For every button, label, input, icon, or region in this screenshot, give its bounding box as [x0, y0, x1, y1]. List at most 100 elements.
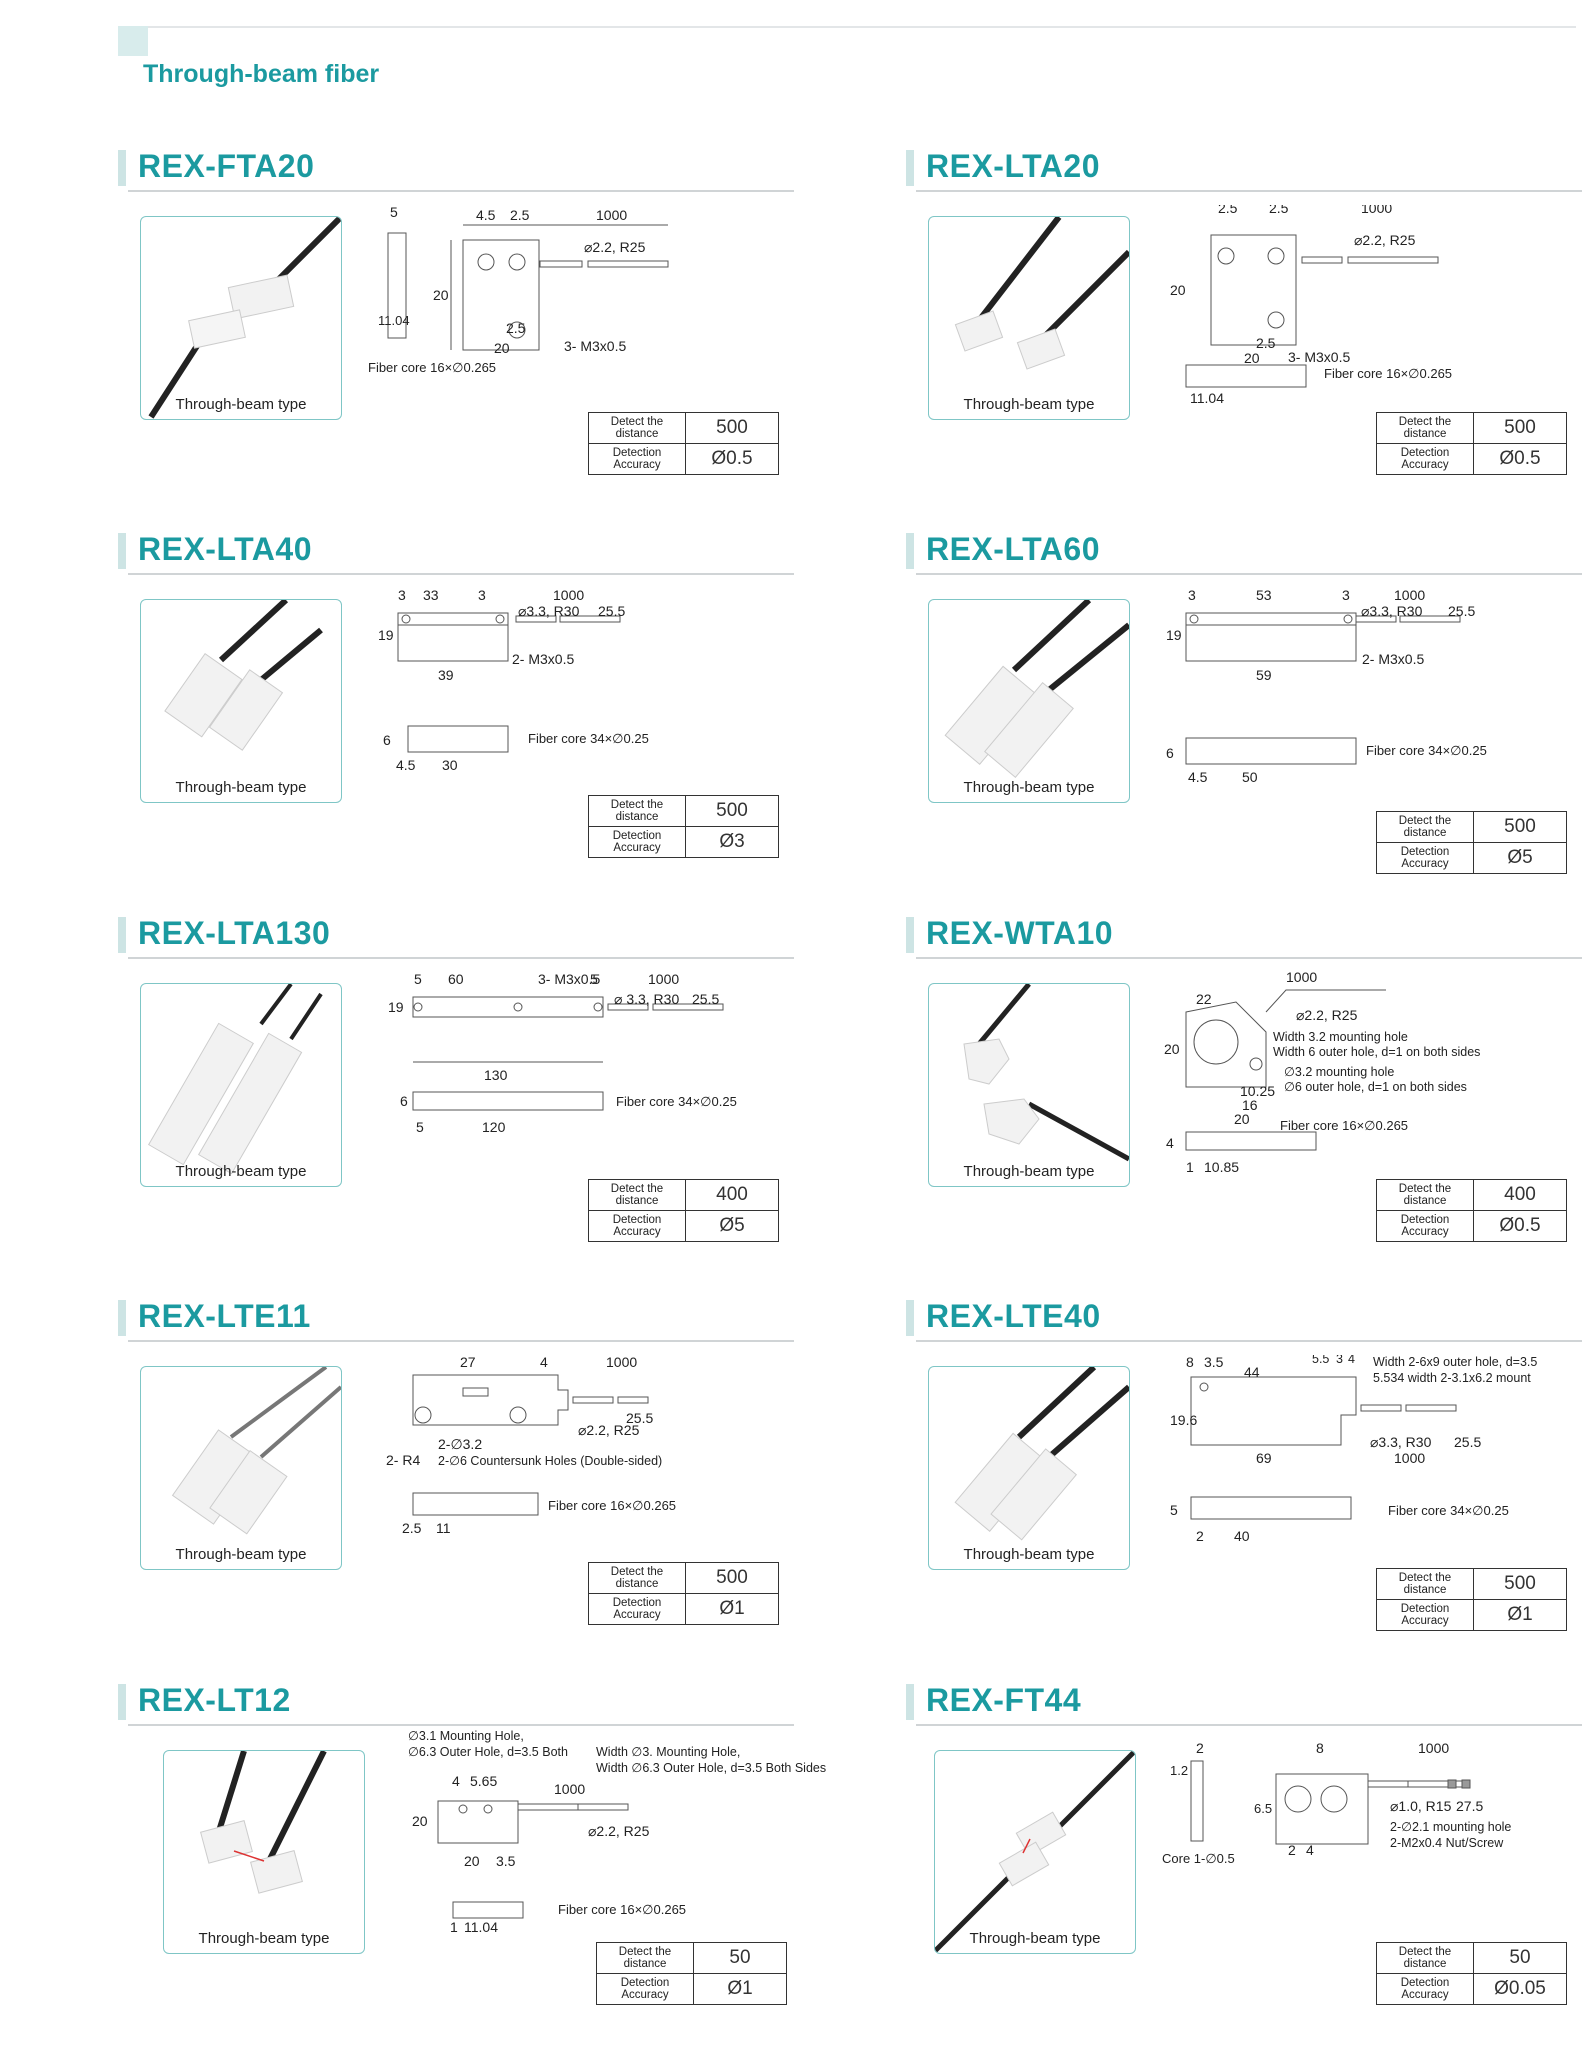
accuracy-value: Ø5: [685, 1210, 779, 1242]
dim-label: ⌀3.3, R30: [518, 603, 580, 619]
model-accent-bar: [906, 917, 914, 953]
product-photo: Through-beam type: [928, 599, 1130, 803]
dim-label: ⌀2.2, R25: [1354, 232, 1416, 248]
page-title: Through-beam fiber: [143, 60, 380, 88]
dim-label: 1: [450, 1919, 458, 1935]
dimension-drawing: 3 53 3 1000 ⌀3.3, R30 25.5 19 59 2- M3x0…: [1166, 588, 1487, 785]
dim-label: 4: [1348, 1355, 1355, 1366]
mounting-note: Width ∅6.3 Outer Hole, d=3.5 Both Sides: [596, 1761, 826, 1775]
dim-label: 25.5: [1448, 603, 1475, 619]
sensor-pair-illustration: [147, 984, 323, 1175]
dim-label: 120: [482, 1119, 506, 1135]
model-title: REX-LTA20: [926, 148, 1100, 184]
model-section-lta20: REX-LTA20 Through-beam type 2.5 2.5 1000…: [906, 148, 1586, 510]
dim-label: ⌀1.0, R15: [1390, 1798, 1452, 1814]
fiber-core-note: Fiber core 34×∅0.25: [528, 731, 649, 746]
mounting-note: ∅6 outer hole, d=1 on both sides: [1284, 1080, 1467, 1094]
mounting-note: Width ∅3. Mounting Hole,: [596, 1745, 740, 1759]
dim-label: 27: [460, 1355, 476, 1370]
mounting-note: 2-∅6 Countersunk Holes (Double-sided): [438, 1454, 662, 1468]
mounting-note: ∅3.1 Mounting Hole,: [408, 1729, 524, 1743]
dim-label: 3- M3x0.5: [564, 338, 626, 354]
dim-label: 20: [464, 1853, 480, 1869]
dim-label: 3: [1188, 588, 1196, 603]
dim-label: 2- M3x0.5: [512, 651, 574, 667]
dim-label: 2- M3x0.5: [1362, 651, 1424, 667]
distance-value: 500: [1473, 1568, 1567, 1600]
dimension-drawing: 2.5 2.5 1000 ⌀2.2, R25 20 2.5 20 3- M3x0…: [1170, 205, 1452, 405]
product-photo: Through-beam type: [928, 983, 1130, 1187]
model-section-wta10: REX-WTA10 Through-beam type 1000 22 ⌀2.2…: [906, 915, 1586, 1277]
photo-caption: Through-beam type: [963, 1163, 1095, 1180]
fiber-core-note: Fiber core 16×∅0.265: [368, 360, 496, 375]
model-divider: [916, 1340, 1582, 1342]
product-photo: Through-beam type: [928, 216, 1130, 420]
mounting-note: Width 6 outer hole, d=1 on both sides: [1273, 1045, 1480, 1059]
dim-label: 19.6: [1170, 1412, 1197, 1428]
model-title: REX-LT12: [138, 1682, 291, 1718]
dim-label: 4: [1306, 1842, 1314, 1858]
dim-label: 25.5: [626, 1410, 653, 1426]
dim-label: 3.5: [496, 1853, 516, 1869]
photo-caption: Through-beam type: [963, 396, 1095, 413]
mounting-note: 2-∅2.1 mounting hole: [1390, 1820, 1511, 1834]
fiber-core-note: Fiber core 16×∅0.265: [548, 1498, 676, 1513]
accuracy-value: Ø1: [693, 1973, 787, 2005]
distance-value: 50: [1473, 1942, 1567, 1974]
fiber-core-note: Fiber core 16×∅0.265: [558, 1902, 686, 1917]
sensor-pair-illustration: [148, 217, 341, 419]
distance-value: 50: [693, 1942, 787, 1974]
dim-label: 4: [452, 1773, 460, 1789]
model-title: REX-LTA130: [138, 915, 331, 951]
sensor-pair-illustration: [954, 1367, 1129, 1541]
product-photo: Through-beam type: [140, 216, 342, 420]
dim-label: 69: [1256, 1450, 1272, 1466]
dim-label: 1000: [1394, 1450, 1425, 1466]
fiber-core-note: Fiber core 34×∅0.25: [616, 1094, 737, 1109]
distance-value: 500: [685, 1562, 779, 1594]
model-divider: [916, 190, 1582, 192]
dim-label: 10.85: [1204, 1159, 1239, 1175]
dim-label: 11: [436, 1520, 451, 1536]
accuracy-value: Ø0.5: [1473, 443, 1567, 475]
dim-label: 3: [478, 588, 486, 603]
sensor-pair-illustration: [963, 984, 1129, 1162]
dim-label: 1000: [553, 588, 584, 603]
dim-label: 33: [423, 588, 439, 603]
dimension-drawing: 2 1.2 8 1000 6.5 ⌀1.0, R15 27.5 2-∅2.1 m…: [1162, 1740, 1511, 1866]
fiber-core-note: Fiber core 34×∅0.25: [1388, 1503, 1509, 1518]
model-divider: [128, 190, 794, 192]
top-rule: [118, 26, 1576, 28]
accuracy-value: Ø3: [685, 826, 779, 858]
photo-caption: Through-beam type: [969, 1930, 1101, 1947]
model-divider: [916, 1724, 1582, 1726]
dim-label: 5: [414, 972, 422, 987]
dim-label: 4: [540, 1355, 548, 1370]
dim-label: 11.04: [1190, 390, 1224, 405]
mounting-note: Width 3.2 mounting hole: [1273, 1030, 1408, 1044]
dim-label: ⌀2.2, R25: [588, 1823, 650, 1839]
dim-label: 11.04: [378, 313, 410, 328]
dim-label: 39: [438, 667, 454, 683]
dim-label: ⌀ 3.3, R30: [614, 991, 679, 1007]
accuracy-value: Ø1: [1473, 1599, 1567, 1631]
mounting-note: ∅6.3 Outer Hole, d=3.5 Both: [408, 1745, 568, 1759]
dim-label: 6: [400, 1093, 408, 1109]
dim-label: 5.5: [1312, 1355, 1329, 1366]
distance-value: 500: [1473, 811, 1567, 843]
accuracy-value: Ø0.5: [1473, 1210, 1567, 1242]
distance-value: 400: [1473, 1179, 1567, 1211]
dim-label: 19: [1166, 627, 1182, 643]
accuracy-value: Ø1: [685, 1593, 779, 1625]
dim-label: 2.5: [1256, 335, 1276, 351]
model-divider: [128, 1340, 794, 1342]
